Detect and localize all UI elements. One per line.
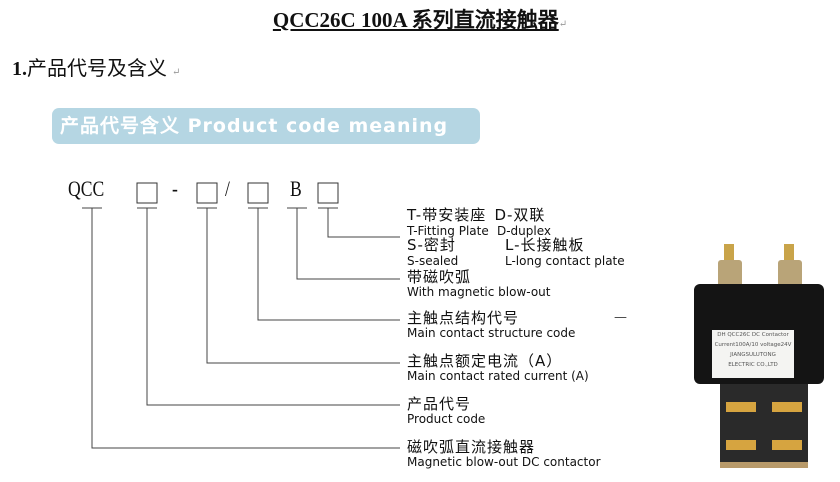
code-letter: B <box>290 176 302 201</box>
label-rated-current: 主触点额定电流（A）Main contact rated current (A) <box>407 352 589 384</box>
section-heading: 1.产品代号及含义 ↵ <box>12 58 181 80</box>
code-box <box>196 182 218 204</box>
code-box <box>136 182 158 204</box>
label-fitting-duplex: T-带安装座 D-双联 T-Fitting Plate D-duplex <box>407 206 552 239</box>
side-dash: — <box>614 310 627 325</box>
banner: 产品代号含义 Product code meaning <box>52 108 480 144</box>
code-prefix: QCC <box>68 176 105 201</box>
code-box <box>317 182 339 204</box>
code-slash: / <box>225 176 230 201</box>
page-title: QCC26C 100A 系列直流接触器↵ <box>272 8 568 32</box>
code-dash: - <box>172 176 178 201</box>
code-box <box>247 182 269 204</box>
